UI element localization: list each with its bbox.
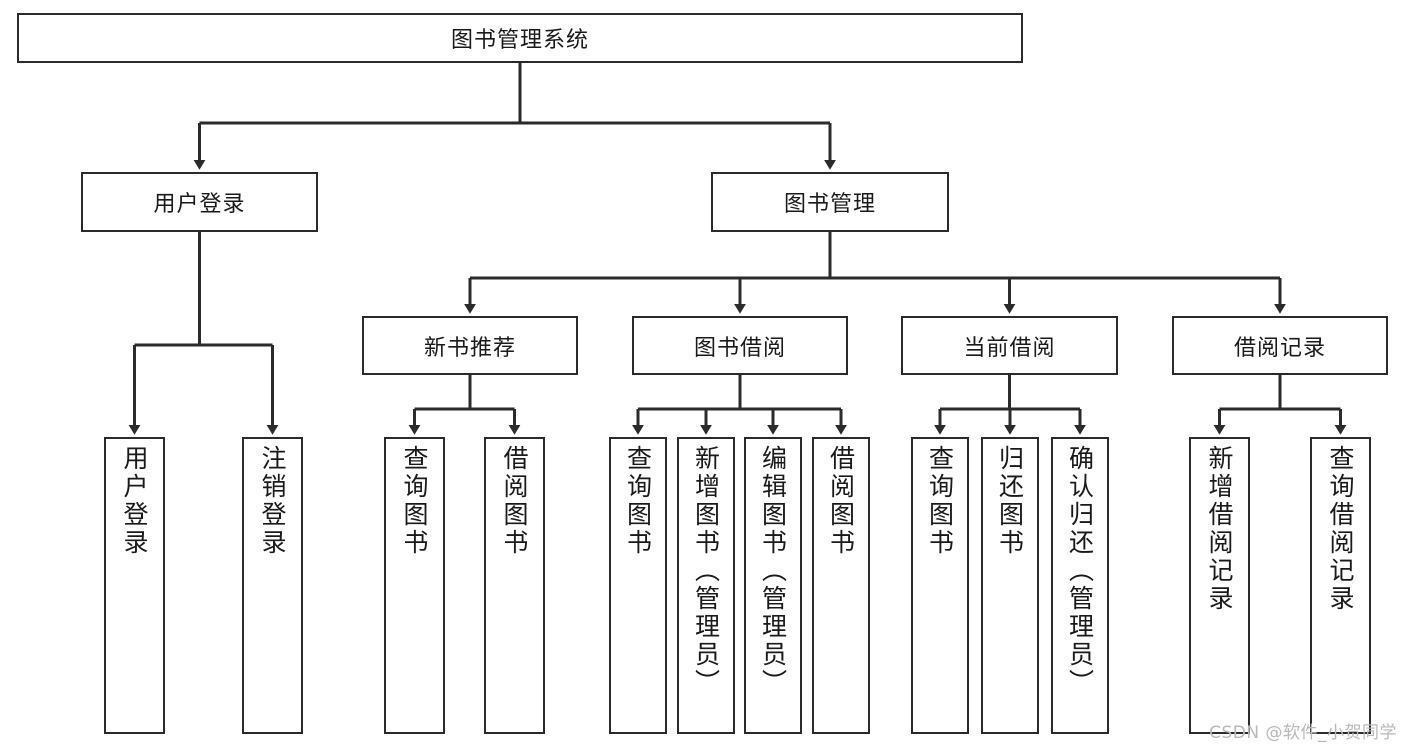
node-label: 新书推荐 [423, 335, 516, 361]
node-label: 当前借阅 [963, 335, 1056, 361]
node-leaf-user-login[interactable]: 用户登录 [104, 437, 165, 734]
node-label: 图书借阅 [693, 335, 786, 361]
node-label: 查询图书 [400, 445, 429, 557]
node-leaf-add-book[interactable]: 新增图书（管理员） [677, 437, 735, 734]
node-label: 借阅记录 [1233, 335, 1326, 361]
node-label: 新增借阅记录 [1205, 445, 1234, 613]
node-leaf-add-borrow-record[interactable]: 新增借阅记录 [1189, 437, 1250, 734]
node-label: 编辑图书（管理员） [758, 445, 788, 697]
node-label: 图书管理系统 [450, 28, 589, 53]
node-current-borrow[interactable]: 当前借阅 [901, 316, 1118, 375]
node-book-borrow[interactable]: 图书借阅 [632, 316, 848, 375]
node-leaf-query-book-2[interactable]: 查询图书 [609, 437, 667, 734]
node-leaf-return-book[interactable]: 归还图书 [981, 437, 1039, 734]
node-leaf-borrow-book-1[interactable]: 借阅图书 [484, 437, 545, 734]
node-leaf-borrow-book-2[interactable]: 借阅图书 [812, 437, 870, 734]
node-root[interactable]: 图书管理系统 [17, 13, 1023, 63]
node-leaf-query-book-3[interactable]: 查询图书 [911, 437, 969, 734]
node-label: 查询图书 [925, 445, 955, 557]
node-new-book-recommend[interactable]: 新书推荐 [362, 316, 578, 375]
node-label: 查询图书 [623, 445, 653, 557]
node-book-manage[interactable]: 图书管理 [711, 172, 949, 232]
node-label: 借阅图书 [500, 445, 529, 557]
node-leaf-query-borrow-record[interactable]: 查询借阅记录 [1310, 437, 1371, 734]
node-label: 图书管理 [783, 192, 876, 217]
node-leaf-user-logout[interactable]: 注销登录 [242, 437, 303, 734]
watermark: CSDN @软件_小贺同学 [1209, 723, 1397, 743]
node-label: 用户登录 [153, 192, 246, 217]
node-leaf-edit-book[interactable]: 编辑图书（管理员） [744, 437, 802, 734]
node-leaf-query-book-1[interactable]: 查询图书 [384, 437, 445, 734]
node-label: 用户登录 [120, 445, 149, 557]
node-label: 借阅图书 [826, 445, 856, 557]
node-label: 确认归还（管理员） [1065, 445, 1095, 697]
node-label: 新增图书（管理员） [691, 445, 721, 697]
node-leaf-confirm-return[interactable]: 确认归还（管理员） [1051, 437, 1109, 734]
node-borrow-record[interactable]: 借阅记录 [1172, 316, 1388, 375]
node-user-login[interactable]: 用户登录 [81, 172, 318, 232]
node-label: 归还图书 [995, 445, 1025, 557]
node-label: 注销登录 [258, 445, 287, 557]
node-label: 查询借阅记录 [1326, 445, 1355, 613]
